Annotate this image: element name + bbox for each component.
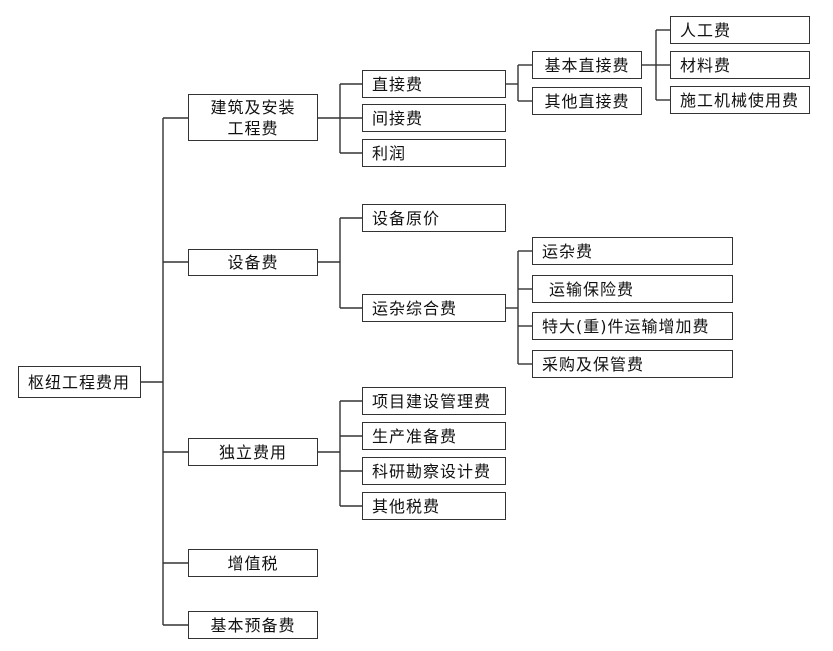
vat-node: 增值税: [188, 549, 318, 577]
oversize-transport-node: 特大(重)件运输增加费: [532, 312, 733, 340]
indirect-cost-node: 间接费: [362, 104, 506, 132]
basic-direct-cost-node: 基本直接费: [532, 51, 642, 79]
procurement-storage-node: 采购及保管费: [532, 350, 733, 378]
material-cost-node: 材料费: [670, 51, 810, 79]
labor-cost-node: 人工费: [670, 16, 810, 44]
construction-label-line2: 工程费: [227, 118, 279, 138]
profit-node: 利润: [362, 139, 506, 167]
transport-insurance-node: 运输保险费: [532, 275, 733, 303]
construction-node: 建筑及安装 工程费: [188, 94, 318, 141]
project-management-node: 项目建设管理费: [362, 387, 506, 415]
root-node: 枢纽工程费用: [18, 366, 141, 398]
equipment-node: 设备费: [188, 249, 318, 276]
other-taxes-node: 其他税费: [362, 492, 506, 520]
freight-cost-node: 运杂费: [532, 237, 733, 265]
freight-composite-node: 运杂综合费: [362, 294, 506, 322]
production-preparation-node: 生产准备费: [362, 422, 506, 450]
independent-node: 独立费用: [188, 438, 318, 466]
machinery-cost-node: 施工机械使用费: [670, 86, 810, 114]
equipment-original-price-node: 设备原价: [362, 204, 506, 232]
direct-cost-node: 直接费: [362, 70, 506, 98]
research-design-node: 科研勘察设计费: [362, 457, 506, 485]
other-direct-cost-node: 其他直接费: [532, 87, 642, 115]
reserve-node: 基本预备费: [188, 611, 318, 639]
construction-label-line1: 建筑及安装: [210, 97, 296, 117]
